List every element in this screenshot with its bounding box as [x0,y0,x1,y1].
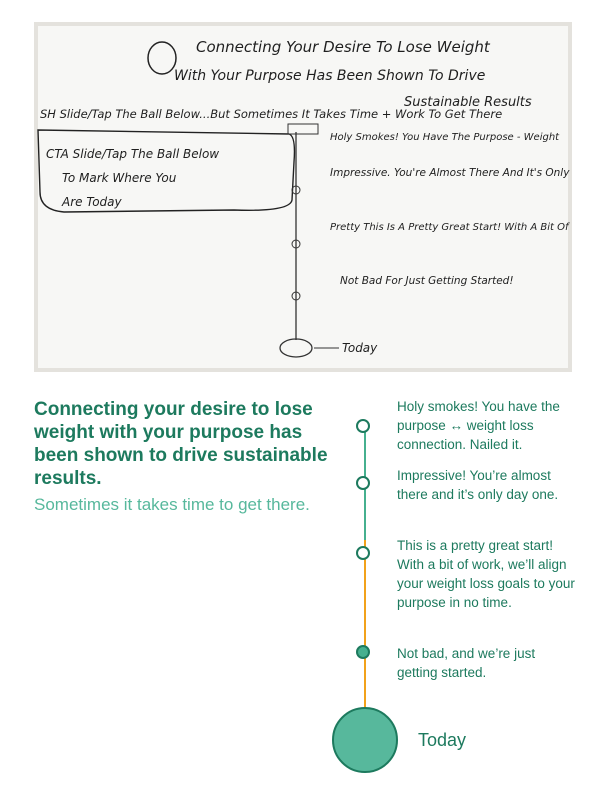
timeline-track-lower [364,540,366,710]
timeline-step-1: Holy smokes! You have the purpose ↔ weig… [397,399,560,452]
sketch-subhead: SH Slide/Tap The Ball Below...But Someti… [40,107,502,121]
timeline-node-1[interactable] [356,419,370,433]
timeline-node-3[interactable] [356,546,370,560]
intro-copy: Connecting your desire to lose weight wi… [34,398,334,515]
sketch-cta-line3: Are Today [61,195,123,209]
sketch-note-4: Not Bad For Just Getting Started! [340,275,514,287]
timeline-step-3: This is a pretty great start! With a bit… [397,538,575,610]
sketch-note-2: Impressive. You're Almost There And It's… [330,167,572,179]
sketch-drawing: Connecting Your Desire To Lose Weight Wi… [34,22,572,372]
sketch-note-3: Pretty This Is A Pretty Great Start! Wit… [330,222,572,233]
timeline-step-4: Not bad, and we’re just getting started. [397,646,536,680]
sketch-title-line2: With Your Purpose Has Been Shown To Driv… [174,68,485,84]
timeline-step-2: Impressive! You’re almost there and it’s… [397,468,559,502]
sketch-title-line3: Sustainable Results [404,95,532,110]
sketch-cta-line2: To Mark Where You [62,171,177,185]
sketch-title-line1: Connecting Your Desire To Lose Weight [196,38,491,56]
today-ball-handle[interactable] [332,707,398,773]
today-label: Today [418,730,467,750]
sketch-today: Today [342,341,378,355]
timeline-node-4[interactable] [356,645,370,659]
sketch-cta-line1: CTA Slide/Tap The Ball Below [46,147,219,161]
timeline-node-2[interactable] [356,476,370,490]
sketch-photo: Connecting Your Desire To Lose Weight Wi… [34,22,572,372]
subline: Sometimes it takes time to get there. [34,495,310,514]
sketch-note-1: Holy Smokes! You Have The Purpose - Weig… [330,132,560,143]
headline: Connecting your desire to lose weight wi… [34,399,328,489]
